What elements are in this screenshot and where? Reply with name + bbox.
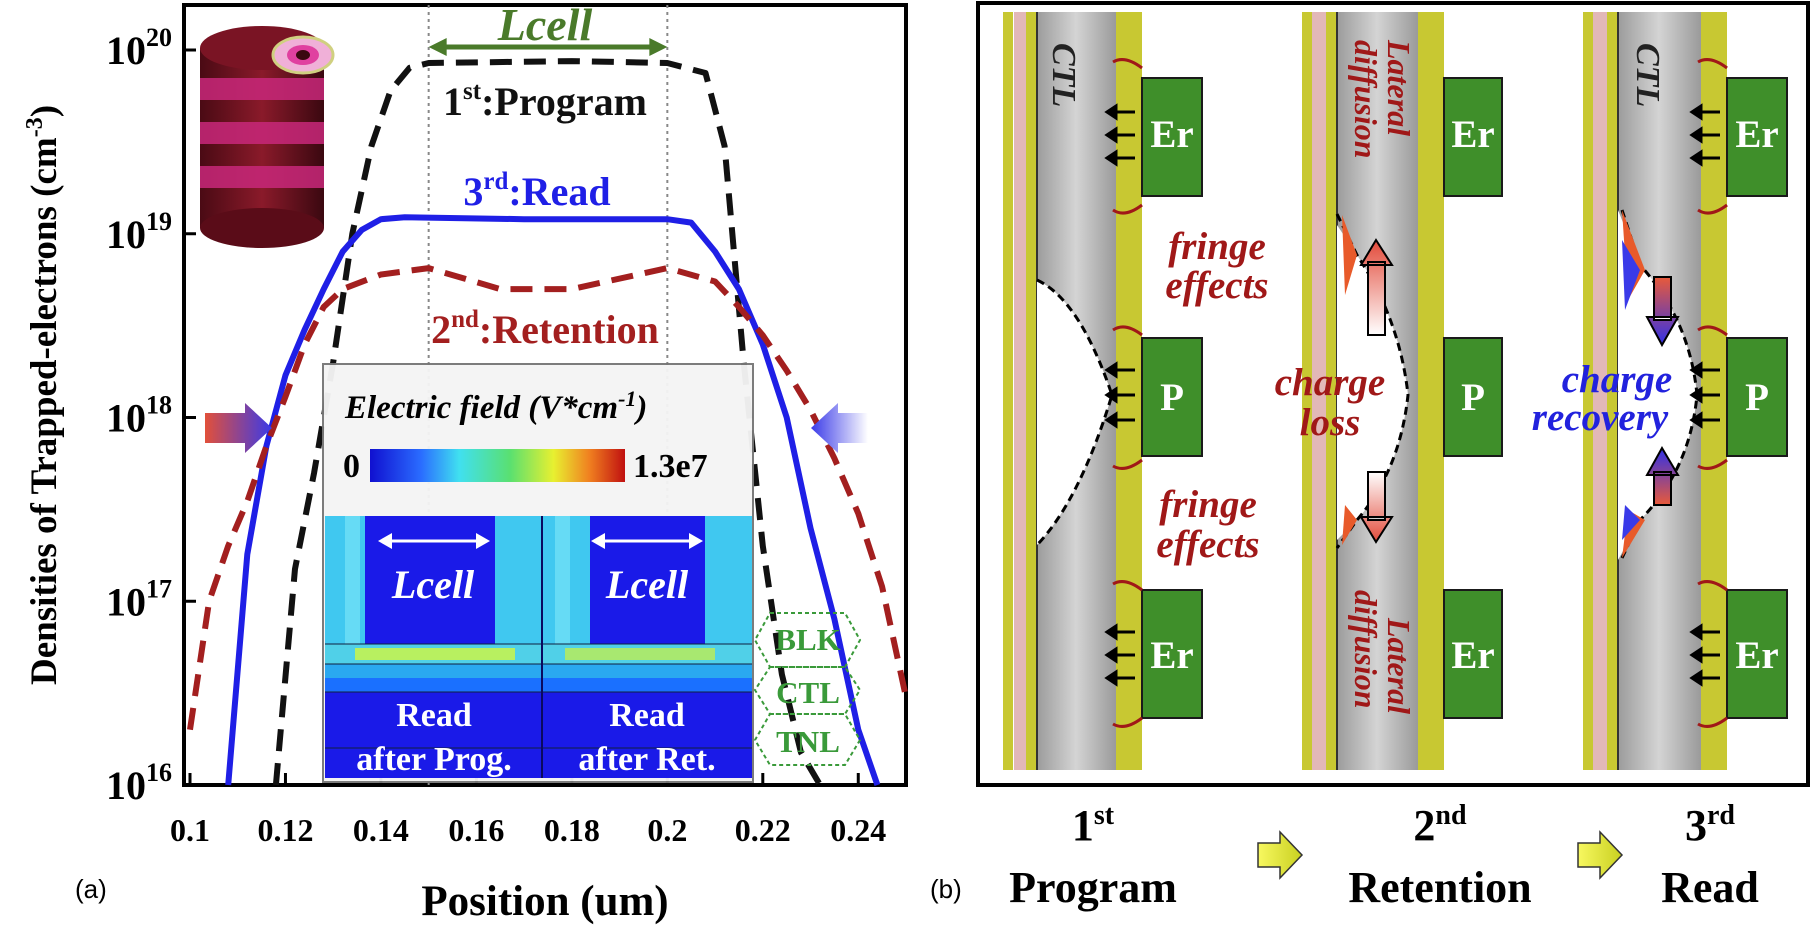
y-axis-label: Densities of Trapped-electrons (cm-3) <box>22 105 65 685</box>
x-tick-label: 0.22 <box>735 812 791 848</box>
charge-recovery-2: recovery <box>1532 396 1669 439</box>
gate-er-1-bottom: Er <box>1150 634 1193 677</box>
down-arrow-blue <box>1645 276 1680 348</box>
panel-b-label: (b) <box>930 874 962 904</box>
up-arrow-red <box>1359 238 1394 336</box>
fringe-bottom-2: effects <box>1156 523 1259 566</box>
fringe-top-1: fringe <box>1168 225 1266 268</box>
column-program: CTL Er P Er fringe effects <box>1003 12 1269 770</box>
gate-er-2-top: Er <box>1451 113 1494 156</box>
colorbar-max: 1.3e7 <box>633 448 708 485</box>
left-gradient-arrow <box>205 403 272 453</box>
x-axis-label: Position (um) <box>421 878 668 925</box>
lateral-top-2: diffusion <box>1348 40 1384 159</box>
y-tick-label: 1020 <box>106 23 172 73</box>
charge-loss-2: loss <box>1300 401 1361 444</box>
x-tick-label: 0.14 <box>353 812 409 848</box>
step-2-num: 2nd <box>1413 800 1467 850</box>
charge-recovery-1: charge <box>1562 358 1673 401</box>
series-line-1 <box>225 214 881 786</box>
colorbar-min: 0 <box>343 448 360 485</box>
up-arrow-blue <box>1645 445 1680 506</box>
y-tick-label: 1016 <box>106 758 172 808</box>
inset-caption-left-1: Read <box>396 697 472 734</box>
fringe-bottom-1: fringe <box>1159 483 1257 526</box>
y-tick-label: 1019 <box>106 207 172 257</box>
panel-b: CTL Er P Er fringe effects <box>930 1 1810 912</box>
x-axis: 0.1 0.12 0.14 0.16 0.18 0.2 0.22 0.24 <box>170 773 886 848</box>
panel-a: 1016 1017 1018 1019 1020 0.1 0.12 0.14 0.16 0.18… <box>22 0 909 925</box>
lateral-top-1: Lateral <box>1381 39 1417 136</box>
inset-lcell-left: Lcell <box>378 533 490 607</box>
step-2-name: Retention <box>1348 863 1531 912</box>
down-arrow-red <box>1359 471 1394 544</box>
x-tick-label: 0.2 <box>647 812 687 848</box>
ctl-label-1: CTL <box>1045 43 1082 107</box>
x-tick-label: 0.24 <box>830 812 886 848</box>
step-arrow-2 <box>1577 830 1624 880</box>
charge-loss-1: charge <box>1275 361 1386 404</box>
gate-p-2: P <box>1461 376 1485 419</box>
gate-p-3: P <box>1745 376 1769 419</box>
right-gradient-arrow <box>811 403 868 453</box>
lcell-label: Lcell <box>497 0 593 50</box>
layer-ctl: CTL <box>776 675 840 710</box>
x-tick-label: 0.16 <box>448 812 504 848</box>
x-tick-label: 0.1 <box>170 812 210 848</box>
colorbar <box>370 449 625 482</box>
sim-right <box>541 516 752 778</box>
program-label: 1st:Program <box>443 78 647 124</box>
inset-caption-right-2: after Ret. <box>578 741 715 778</box>
gate-er-3-bottom: Er <box>1735 634 1778 677</box>
lateral-bottom-2: diffusion <box>1348 590 1384 709</box>
lateral-bottom-1: Lateral <box>1381 617 1417 714</box>
inset-lcell-right: Lcell <box>591 533 703 607</box>
x-tick-label: 0.18 <box>544 812 600 848</box>
layer-tnl: TNL <box>776 724 840 759</box>
inset-title: Electric field (V*cm-1) <box>344 386 647 426</box>
electric-field-inset: Electric field (V*cm-1) 0 1.3e7 <box>322 363 754 783</box>
step-1-name: Program <box>1009 863 1177 912</box>
gate-er-1-top: Er <box>1150 113 1193 156</box>
sim-left <box>325 516 542 778</box>
inset-lcell-left-label: Lcell <box>391 562 475 607</box>
step-3-name: Read <box>1661 863 1759 912</box>
inset-lcell-right-label: Lcell <box>605 562 689 607</box>
y-tick-label: 1017 <box>106 574 172 624</box>
ctl-label-3: CTL <box>1629 43 1666 107</box>
gate-er-2-bottom: Er <box>1451 634 1494 677</box>
inset-caption-left-2: after Prog. <box>356 741 511 778</box>
fringe-top-2: effects <box>1165 264 1268 307</box>
layer-blk: BLK <box>775 622 840 657</box>
inset-caption-right-1: Read <box>609 697 685 734</box>
y-tick-label: 1018 <box>106 391 172 441</box>
panel-a-label: (a) <box>75 874 107 904</box>
gate-p-1: P <box>1160 376 1184 419</box>
step-3-num: 3rd <box>1685 800 1735 850</box>
y-axis: 1016 1017 1018 1019 1020 <box>106 23 196 808</box>
retention-label: 2nd:Retention <box>431 306 659 352</box>
layer-labels: BLK CTL TNL <box>753 612 862 766</box>
column-read: CTL Er P Er charge r <box>1532 12 1788 770</box>
step-1-num: 1st <box>1072 800 1115 850</box>
lcell-arrow: Lcell <box>428 0 668 56</box>
step-arrow-1 <box>1257 830 1304 880</box>
x-tick-label: 0.12 <box>257 812 313 848</box>
gate-er-3-top: Er <box>1735 113 1778 156</box>
read-label: 3rd:Read <box>463 168 610 214</box>
cylinder-illustration <box>200 26 335 248</box>
column-retention: Er P Er Lateral diffusion Lateral diffus… <box>1275 12 1503 770</box>
